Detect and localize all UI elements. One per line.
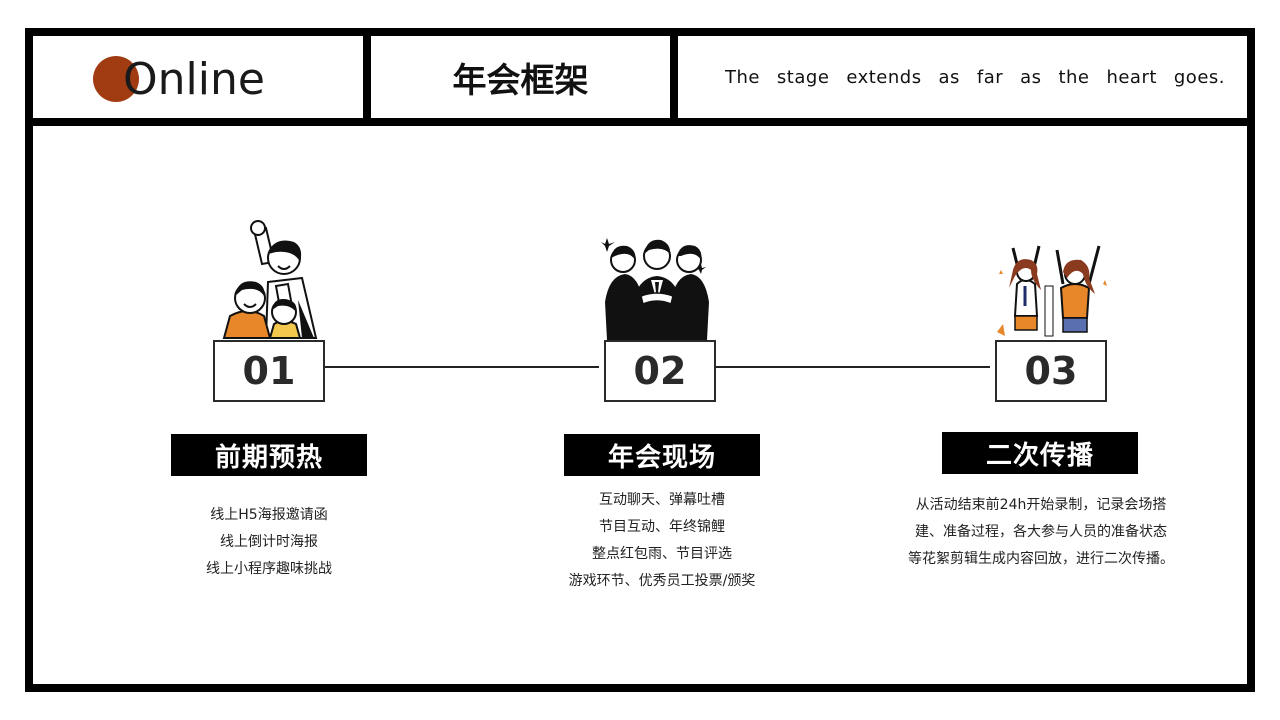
header-divider bbox=[670, 36, 678, 118]
step-label: 二次传播 bbox=[942, 432, 1138, 474]
tagline-word: stage bbox=[776, 66, 830, 88]
tagline-word: The bbox=[725, 66, 760, 88]
step-number-box: 02 bbox=[604, 340, 716, 402]
tagline-word: extends bbox=[846, 66, 922, 88]
description-line: 建、准备过程，各大参与人员的准备状态 bbox=[915, 524, 1167, 540]
tagline-word: far bbox=[976, 66, 1004, 88]
tagline-word: the bbox=[1058, 66, 1090, 88]
description-line: 游戏环节、优秀员工投票/颁奖 bbox=[568, 573, 756, 589]
team-people-icon bbox=[601, 238, 709, 340]
description-line: 节目互动、年终锦鲤 bbox=[599, 519, 725, 535]
step-number-box: 03 bbox=[995, 340, 1107, 402]
step-label: 前期预热 bbox=[171, 434, 367, 476]
step-description: 从活动结束前24h开始录制，记录会场搭 建、准备过程，各大参与人员的准备状态 等… bbox=[893, 492, 1189, 573]
brand-text: Online bbox=[123, 54, 265, 105]
tagline: The stage extends as far as the heart go… bbox=[725, 36, 1225, 118]
step-number-box: 01 bbox=[213, 340, 325, 402]
tagline-word: goes. bbox=[1173, 66, 1225, 88]
tagline-word: heart bbox=[1106, 66, 1157, 88]
description-line: 线上倒计时海报 bbox=[220, 534, 318, 550]
description-line: 等花絮剪辑生成内容回放，进行二次传播。 bbox=[908, 551, 1174, 567]
brand-dot-icon bbox=[93, 56, 139, 102]
description-line: 线上小程序趣味挑战 bbox=[206, 561, 332, 577]
tagline-word: as bbox=[1020, 66, 1042, 88]
description-line: 线上H5海报邀请函 bbox=[210, 507, 328, 523]
step-description: 互动聊天、弹幕吐槽 节目互动、年终锦鲤 整点红包雨、节目评选 游戏环节、优秀员工… bbox=[549, 487, 775, 595]
step-label: 年会现场 bbox=[564, 434, 760, 476]
description-line: 从活动结束前24h开始录制，记录会场搭 bbox=[915, 497, 1167, 513]
celebrating-girls-icon bbox=[997, 245, 1107, 337]
header-rule bbox=[33, 118, 1247, 126]
slide-frame: Online 年会框架 The stage extends as far as … bbox=[25, 28, 1255, 692]
timeline-connector bbox=[716, 366, 990, 368]
timeline-connector bbox=[325, 366, 599, 368]
cheering-people-icon bbox=[222, 220, 318, 339]
step-description: 线上H5海报邀请函 线上倒计时海报 线上小程序趣味挑战 bbox=[163, 502, 375, 583]
tagline-word: as bbox=[938, 66, 960, 88]
description-line: 互动聊天、弹幕吐槽 bbox=[599, 492, 725, 508]
header-divider bbox=[363, 36, 371, 118]
description-line: 整点红包雨、节目评选 bbox=[592, 546, 732, 562]
page-title: 年会框架 bbox=[452, 60, 589, 101]
